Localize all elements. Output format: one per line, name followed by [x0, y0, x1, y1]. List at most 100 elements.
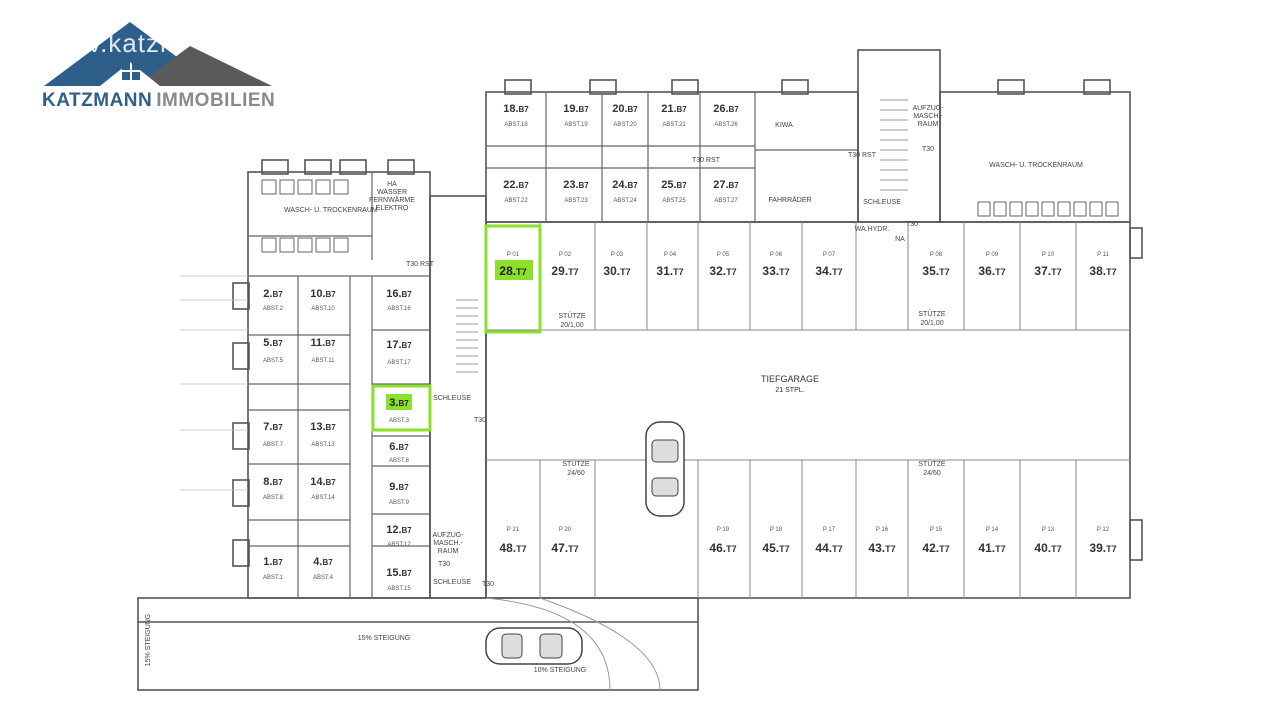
- svg-text:ABST.4: ABST.4: [313, 575, 334, 581]
- svg-text:20.B7: 20.B7: [612, 103, 638, 115]
- svg-text:ABST.12: ABST.12: [387, 542, 411, 548]
- svg-text:ABST.24: ABST.24: [613, 198, 637, 204]
- room-kiwa: KIWA: [775, 122, 793, 129]
- room-schleuse-top: SCHLEUSE: [863, 199, 901, 206]
- stuetze-3b: 24/60: [567, 470, 585, 477]
- svg-text:23.B7: 23.B7: [563, 179, 589, 191]
- svg-text:ABST.21: ABST.21: [662, 122, 686, 128]
- svg-text:ABST.23: ABST.23: [564, 198, 588, 204]
- svg-text:P 11: P 11: [1097, 252, 1109, 258]
- label-t30-3: T30: [438, 561, 450, 568]
- label-t30-4: T30: [482, 581, 494, 588]
- svg-text:5.B7: 5.B7: [263, 337, 283, 349]
- svg-text:P 04: P 04: [664, 252, 677, 258]
- svg-text:6.B7: 6.B7: [389, 441, 409, 453]
- svg-text:P 14: P 14: [986, 527, 999, 533]
- car-icon: [645, 421, 685, 517]
- room-aufzug-top-2: MASCH.-: [913, 113, 943, 120]
- ramp-steigung-main: 15% STEIGUNG: [358, 635, 411, 642]
- svg-text:P 02: P 02: [559, 252, 572, 258]
- stuetze-1: STÜTZE: [558, 312, 586, 320]
- staircase-icon: [456, 99, 908, 373]
- stuetze-4: STÜTZE: [918, 460, 946, 468]
- stuetze-1b: 20/1,00: [560, 322, 583, 329]
- svg-text:P 05: P 05: [717, 252, 730, 258]
- svg-text:ABST.19: ABST.19: [564, 122, 588, 128]
- garage-title: TIEFGARAGE 21 STPL.: [761, 374, 819, 394]
- stuetze-4b: 24/60: [923, 470, 941, 477]
- room-wasch-left: WASCH- U. TROCKENRAUM: [284, 207, 378, 214]
- guide-lines: [180, 275, 248, 491]
- svg-text:9.B7: 9.B7: [389, 481, 409, 493]
- svg-text:26.B7: 26.B7: [713, 103, 739, 115]
- svg-text:37.T7: 37.T7: [1034, 264, 1061, 278]
- room-schleuse-left: SCHLEUSE: [433, 395, 471, 402]
- stuetze-2: STÜTZE: [918, 310, 946, 318]
- label-t30-5: T30 RST: [692, 157, 721, 164]
- stuetze-2b: 20/1,00: [920, 320, 943, 327]
- svg-text:ABST.5: ABST.5: [263, 358, 284, 364]
- label-t30-7: T30: [922, 146, 934, 153]
- svg-text:43.T7: 43.T7: [868, 541, 895, 555]
- room-aufzug-top-1: AUFZUG-: [912, 105, 944, 112]
- svg-text:27.B7: 27.B7: [713, 179, 739, 191]
- svg-text:17.B7: 17.B7: [386, 339, 412, 351]
- svg-text:ABST.27: ABST.27: [714, 198, 738, 204]
- svg-text:P 15: P 15: [930, 527, 943, 533]
- svg-text:36.T7: 36.T7: [978, 264, 1005, 278]
- svg-text:45.T7: 45.T7: [762, 541, 789, 555]
- parking-space: P 16 43.T7: [868, 527, 895, 555]
- svg-text:12.B7: 12.B7: [386, 524, 412, 536]
- svg-text:P 07: P 07: [823, 252, 836, 258]
- highlight-parking-28: [484, 224, 542, 334]
- ramp-steigung-bottom: 10% STEIGUNG: [534, 667, 587, 674]
- svg-text:29.T7: 29.T7: [551, 264, 578, 278]
- label-t30-1: T30 RST: [406, 261, 435, 268]
- storage-dividers-left: [248, 172, 430, 598]
- svg-text:ABST.11: ABST.11: [312, 358, 336, 364]
- room-aufzug-top-3: RAUM: [918, 121, 939, 128]
- brand-secondary: IMMOBILIEN: [156, 90, 276, 111]
- svg-text:15.B7: 15.B7: [386, 567, 412, 579]
- svg-text:25.B7: 25.B7: [661, 179, 687, 191]
- svg-text:P 16: P 16: [876, 527, 889, 533]
- svg-text:ABST.7: ABST.7: [263, 442, 284, 448]
- svg-text:3.B7: 3.B7: [389, 397, 409, 409]
- svg-text:32.T7: 32.T7: [709, 264, 736, 278]
- svg-text:P 09: P 09: [986, 252, 999, 258]
- svg-text:7.B7: 7.B7: [263, 421, 283, 433]
- svg-text:40.T7: 40.T7: [1034, 541, 1061, 555]
- svg-text:ABST.26: ABST.26: [714, 122, 738, 128]
- svg-text:ABST.1: ABST.1: [263, 575, 284, 581]
- svg-text:P 06: P 06: [770, 252, 783, 258]
- svg-text:44.T7: 44.T7: [815, 541, 842, 555]
- tiefgarage-sub: 21 STPL.: [775, 387, 804, 394]
- svg-text:ABST.13: ABST.13: [311, 442, 335, 448]
- svg-text:21.B7: 21.B7: [661, 103, 687, 115]
- svg-text:38.T7: 38.T7: [1089, 264, 1116, 278]
- room-fahrrader: FAHRRÄDER: [768, 196, 811, 204]
- room-schleuse-bottom: SCHLEUSE: [433, 579, 471, 586]
- storage-dividers-top: [486, 92, 858, 222]
- svg-text:ABST.25: ABST.25: [662, 198, 686, 204]
- room-ha-4: ELEKTRO: [376, 205, 409, 212]
- svg-text:P 21: P 21: [507, 527, 520, 533]
- laundry-machines: [261, 179, 1119, 253]
